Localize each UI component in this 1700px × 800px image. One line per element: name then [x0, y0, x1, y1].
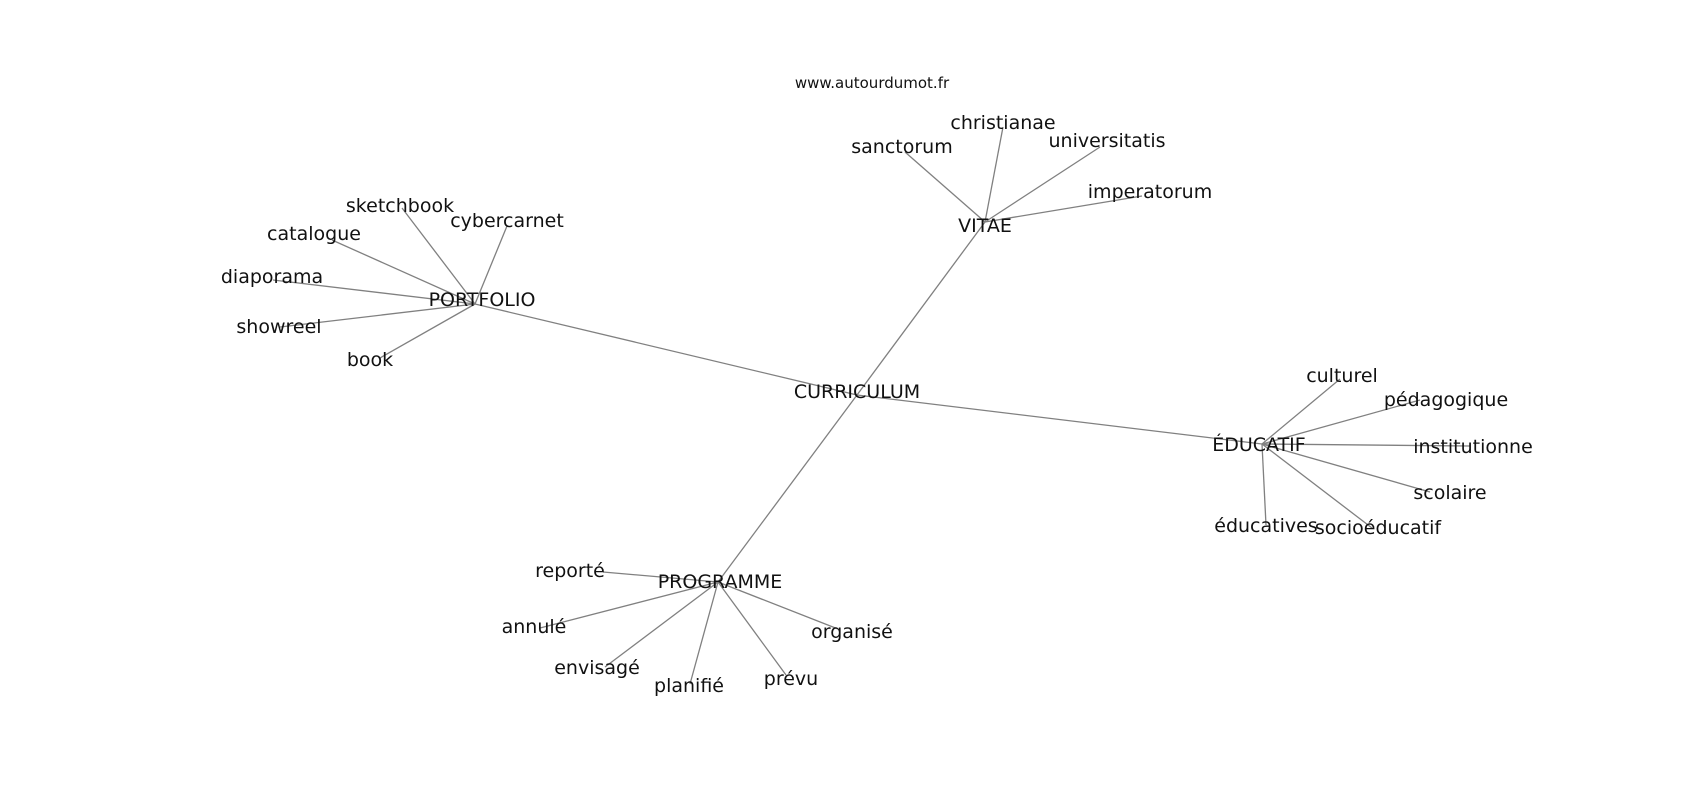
edge-educatif-leaf-2: [1261, 443, 1471, 447]
leaf-label-portfolio-1: cybercarnet: [450, 210, 564, 232]
leaf-label-portfolio-4: showreel: [236, 316, 321, 338]
edge-portfolio-leaf-0: [401, 207, 476, 305]
leaf-label-vitae-3: imperatorum: [1088, 181, 1212, 203]
leaf-label-educatif-0: culturel: [1306, 365, 1378, 387]
edge-educatif-leaf-1: [1261, 399, 1421, 445]
edge-portfolio-leaf-1: [474, 225, 508, 305]
leaf-label-programme-2: envisagé: [554, 657, 640, 679]
edge-programme-leaf-3: [689, 581, 719, 685]
leaf-label-programme-0: reporté: [535, 560, 605, 582]
edge-programme-leaf-5: [717, 581, 839, 630]
edge-educatif-leaf-3: [1261, 443, 1431, 493]
labels-group: www.autourdumot.fr CURRICULUM PORTFOLIO s…: [221, 74, 1533, 697]
edge-programme-leaf-2: [604, 581, 719, 668]
leaf-label-educatif-1: pédagogique: [1384, 389, 1508, 411]
leaf-label-portfolio-5: book: [347, 349, 393, 371]
leaf-label-portfolio-0: sketchbook: [346, 195, 454, 217]
edge-educatif-leaf-4: [1261, 443, 1267, 526]
edge-vitae-leaf-2: [984, 146, 1101, 223]
leaf-label-programme-5: organisé: [811, 621, 893, 643]
site-credit: www.autourdumot.fr: [795, 74, 950, 92]
edge-vitae-leaf-0: [984, 126, 1004, 223]
leaf-label-portfolio-2: catalogue: [267, 223, 361, 245]
leaf-label-educatif-5: socioéducatif: [1315, 517, 1442, 539]
edge-vitae-leaf-1: [904, 151, 986, 223]
leaf-label-programme-1: annulé: [502, 616, 567, 638]
root-node-label: CURRICULUM: [794, 381, 920, 403]
leaf-label-vitae-1: sanctorum: [851, 136, 952, 158]
hub-label-vitae: VITAE: [958, 215, 1012, 237]
edge-portfolio-leaf-4: [279, 303, 476, 328]
edge-root-portfolio: [474, 303, 858, 396]
edge-programme-leaf-1: [539, 581, 719, 629]
leaf-label-programme-4: prévu: [764, 668, 818, 690]
leaf-label-vitae-0: christianae: [950, 112, 1055, 134]
edge-programme-leaf-4: [717, 581, 787, 676]
edge-portfolio-leaf-2: [331, 239, 476, 305]
edge-portfolio-leaf-5: [379, 303, 476, 359]
edge-root-programme: [717, 394, 858, 583]
leaf-label-educatif-3: scolaire: [1413, 482, 1486, 504]
edge-portfolio-leaf-3: [272, 279, 476, 305]
hub-label-educatif: ÉDUCATIF: [1212, 433, 1305, 456]
edge-root-vitae: [856, 221, 986, 396]
edge-educatif-leaf-0: [1261, 378, 1341, 445]
leaf-label-educatif-2: institutionne: [1413, 436, 1533, 458]
edge-programme-leaf-0: [602, 571, 719, 583]
edge-root-educatif: [856, 394, 1263, 445]
edges-group: [272, 126, 1471, 685]
leaf-label-programme-3: planifié: [654, 675, 724, 697]
edge-educatif-leaf-5: [1261, 443, 1373, 529]
hub-label-programme: PROGRAMME: [658, 571, 783, 593]
leaf-label-vitae-2: universitatis: [1048, 130, 1165, 152]
leaf-label-portfolio-3: diaporama: [221, 266, 323, 288]
leaf-label-educatif-4: éducatives: [1214, 515, 1317, 537]
edge-vitae-leaf-3: [984, 195, 1143, 223]
hub-label-portfolio: PORTFOLIO: [429, 289, 536, 311]
